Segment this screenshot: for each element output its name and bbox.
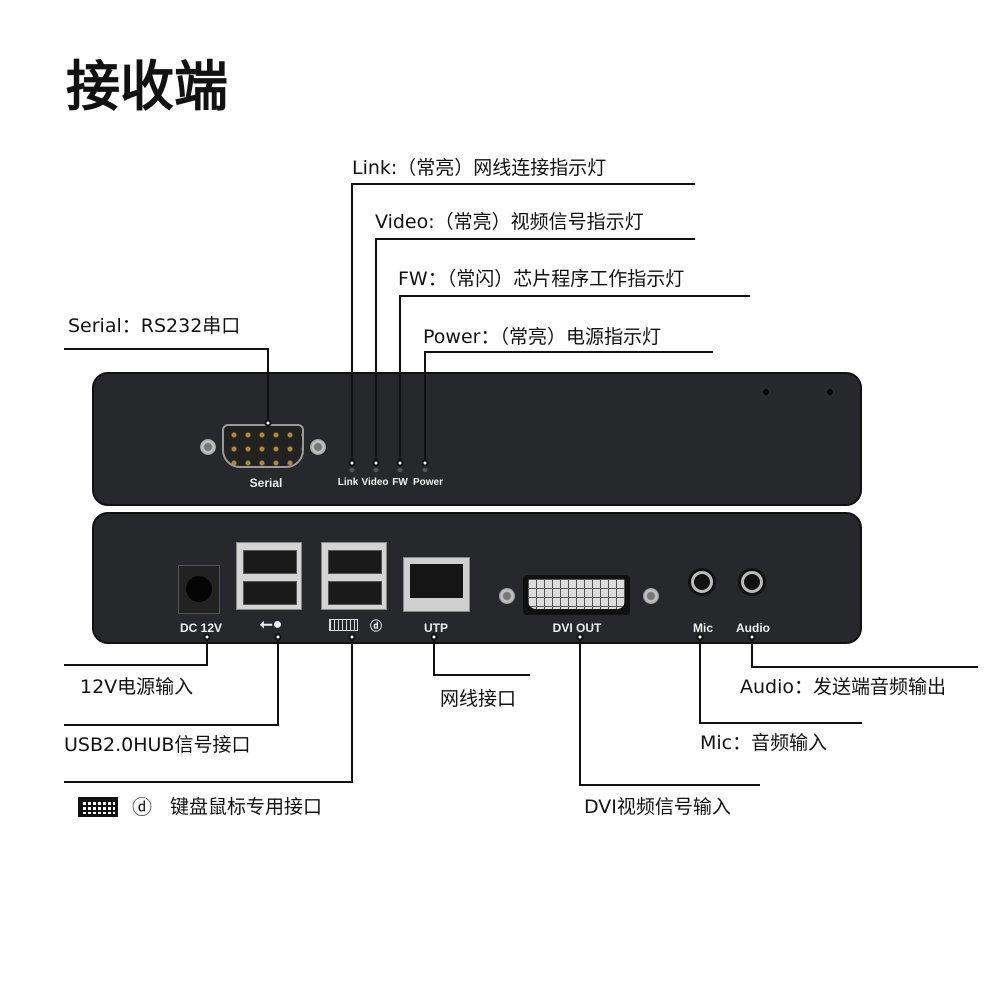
leader-line [351,183,695,185]
hole-icon [827,389,833,395]
leader-line [243,581,297,605]
callout-link: Link:（常亮）网线连接指示灯 [352,157,607,179]
leader-line [410,564,463,598]
callout-audio: Audio：发送端音频输出 [740,676,947,698]
leader-dot [372,459,380,467]
leader-line [528,579,625,609]
mouse-icon: ⓓ [369,619,383,633]
leader-dot [430,633,438,641]
rj45-port [403,557,470,612]
leader-line [579,637,581,786]
leader-line [375,238,695,240]
led-label-power: Power [412,477,444,488]
leader-line [699,722,862,724]
screw-icon [310,439,326,455]
led-label-link: Link [337,477,359,488]
screw-icon [499,588,515,604]
callout-dvi: DVI视频信号输入 [584,796,731,818]
callout-kbm: 键盘鼠标专用接口 [170,796,323,818]
leader-dot [203,633,211,641]
audio-label: Audio [736,621,770,635]
leader-dot [576,633,584,641]
leader-line [206,637,208,666]
leader-line [186,576,212,602]
leader-line [751,666,978,668]
keyboard-icon [78,797,118,817]
led-label-fw: FW [392,477,408,488]
serial-label: Serial [249,476,283,490]
back-panel [92,512,862,644]
callout-fw: FW：（常闪）芯片程序工作指示灯 [398,268,685,290]
leader-line [433,674,530,676]
leader-line [349,468,355,472]
leader-dot [696,633,704,641]
leader-line [351,183,353,463]
utp-label: UTP [424,621,448,635]
leader-line [267,372,269,422]
leader-line [64,781,353,783]
leader-line [751,637,753,668]
leader-line [375,372,377,463]
leader-line [699,637,701,724]
mouse-icon: ⓓ [132,795,152,819]
audio-jack [741,571,763,593]
leader-line [397,468,403,472]
leader-line [399,295,750,297]
dvi-port [523,575,630,615]
leader-line [399,372,401,463]
callout-video: Video:（常亮）视频信号指示灯 [375,211,644,233]
led-label-video: Video [361,477,389,488]
front-panel [92,372,862,506]
mic-jack [691,571,713,593]
leader-line [351,372,353,463]
callout-mic: Mic：音频输入 [700,732,828,754]
leader-line [328,550,382,574]
leader-line [424,372,426,463]
leader-line [433,637,435,676]
leader-line [328,581,382,605]
serial-port [222,424,304,468]
callout-serial: Serial：RS232串口 [68,315,241,337]
usb-port-kbm [321,542,387,610]
page-title: 接收端 [66,55,228,118]
leader-line [579,784,760,786]
callout-power: Power：（常亮）电源指示灯 [423,326,661,348]
callout-usb: USB2.0HUB信号接口 [64,734,251,756]
leader-dot [748,633,756,641]
leader-line [375,238,377,463]
hole-icon [763,389,769,395]
leader-line [64,724,279,726]
leader-line [351,637,353,783]
leader-dot [421,459,429,467]
usb-icon: ⭠● [259,616,283,633]
dc-jack [178,565,220,614]
leader-dot [348,459,356,467]
leader-line [277,637,279,726]
screw-icon [643,588,659,604]
leader-line [64,664,208,666]
leader-dot [264,419,272,427]
leader-dot [274,633,282,641]
leader-line [424,351,713,353]
keyboard-icon [329,619,358,631]
leader-line [373,468,379,472]
usb-port-hub [236,542,302,610]
leader-dot [396,459,404,467]
leader-line [243,550,297,574]
mic-label: Mic [692,621,714,635]
screw-icon [200,439,216,455]
leader-line [422,468,428,472]
leader-dot [348,633,356,641]
leader-line [64,348,269,350]
callout-dc: 12V电源输入 [80,676,194,698]
dc-label: DC 12V [179,621,223,635]
callout-utp: 网线接口 [440,688,517,710]
dvi-label: DVI OUT [552,621,602,635]
